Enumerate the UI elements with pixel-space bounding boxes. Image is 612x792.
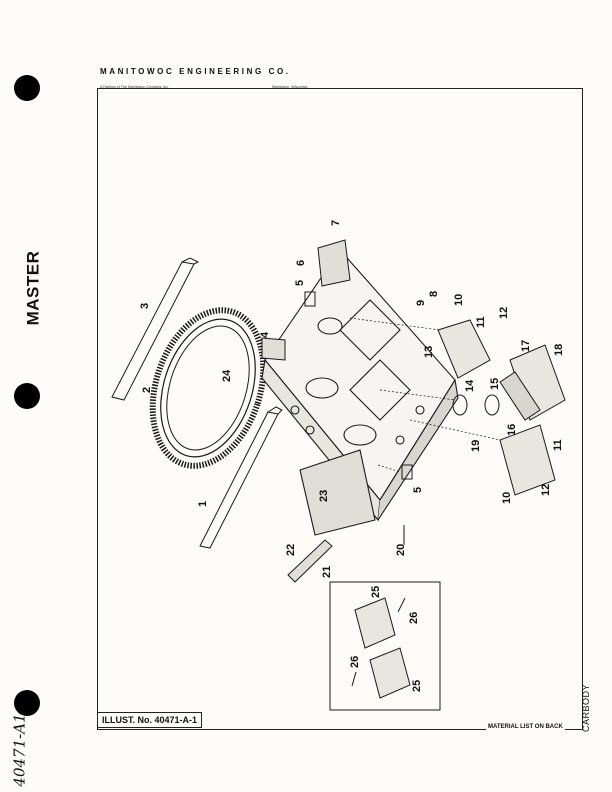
callout-4: 4 — [259, 331, 271, 338]
callout-23: 23 — [318, 490, 330, 502]
material-list-note: MATERIAL LIST ON BACK — [486, 724, 565, 730]
callout-3: 3 — [139, 303, 151, 309]
callout-12-upper: 12 — [498, 307, 510, 319]
callout-21: 21 — [321, 566, 333, 578]
callout-25-upper: 25 — [370, 586, 382, 598]
callout-8: 8 — [428, 291, 440, 297]
callout-16: 16 — [506, 424, 518, 436]
callout-1: 1 — [197, 501, 209, 507]
callout-10-lower: 10 — [501, 492, 513, 504]
callout-19: 19 — [470, 440, 482, 452]
ring-gear — [149, 307, 267, 469]
callout-7: 7 — [330, 220, 342, 226]
company-name: MANITOWOC ENGINEERING CO. — [100, 67, 291, 76]
binder-hole-bottom — [14, 690, 40, 716]
callout-9: 9 — [415, 300, 427, 306]
callout-25-lower: 25 — [411, 680, 423, 692]
callout-26-lower: 26 — [349, 656, 361, 668]
callout-20: 20 — [395, 544, 407, 556]
callout-14: 14 — [464, 379, 476, 392]
callout-17: 17 — [520, 340, 532, 352]
location-line: Manitowoc, Wisconsin — [272, 85, 308, 89]
callout-26-upper: 26 — [408, 612, 420, 624]
illustration-frame — [97, 88, 583, 730]
callout-22: 22 — [285, 544, 297, 556]
callout-5-lower: 5 — [412, 487, 424, 493]
section-title-text: CARBODY — [581, 683, 592, 733]
section-title: CARBODY — [574, 680, 598, 736]
callout-12-lower: 12 — [540, 484, 552, 496]
callout-15: 15 — [489, 378, 501, 390]
callout-13: 13 — [423, 346, 435, 358]
callout-6: 6 — [295, 260, 307, 266]
callout-5-upper: 5 — [294, 280, 306, 286]
callout-11-lower: 11 — [552, 439, 564, 451]
callout-2: 2 — [141, 387, 153, 393]
callout-11-upper: 11 — [475, 316, 487, 328]
carbody-frame — [261, 249, 459, 536]
callout-18: 18 — [553, 344, 565, 356]
callout-24: 24 — [221, 369, 233, 382]
binder-hole-top — [14, 75, 40, 101]
illustration-number: ILLUST. No. 40471-A-1 — [97, 712, 203, 728]
callout-10-upper: 10 — [453, 294, 465, 306]
binder-hole-middle — [14, 383, 40, 409]
division-line: A Division of The Manitowoc Company, Inc… — [100, 85, 169, 89]
